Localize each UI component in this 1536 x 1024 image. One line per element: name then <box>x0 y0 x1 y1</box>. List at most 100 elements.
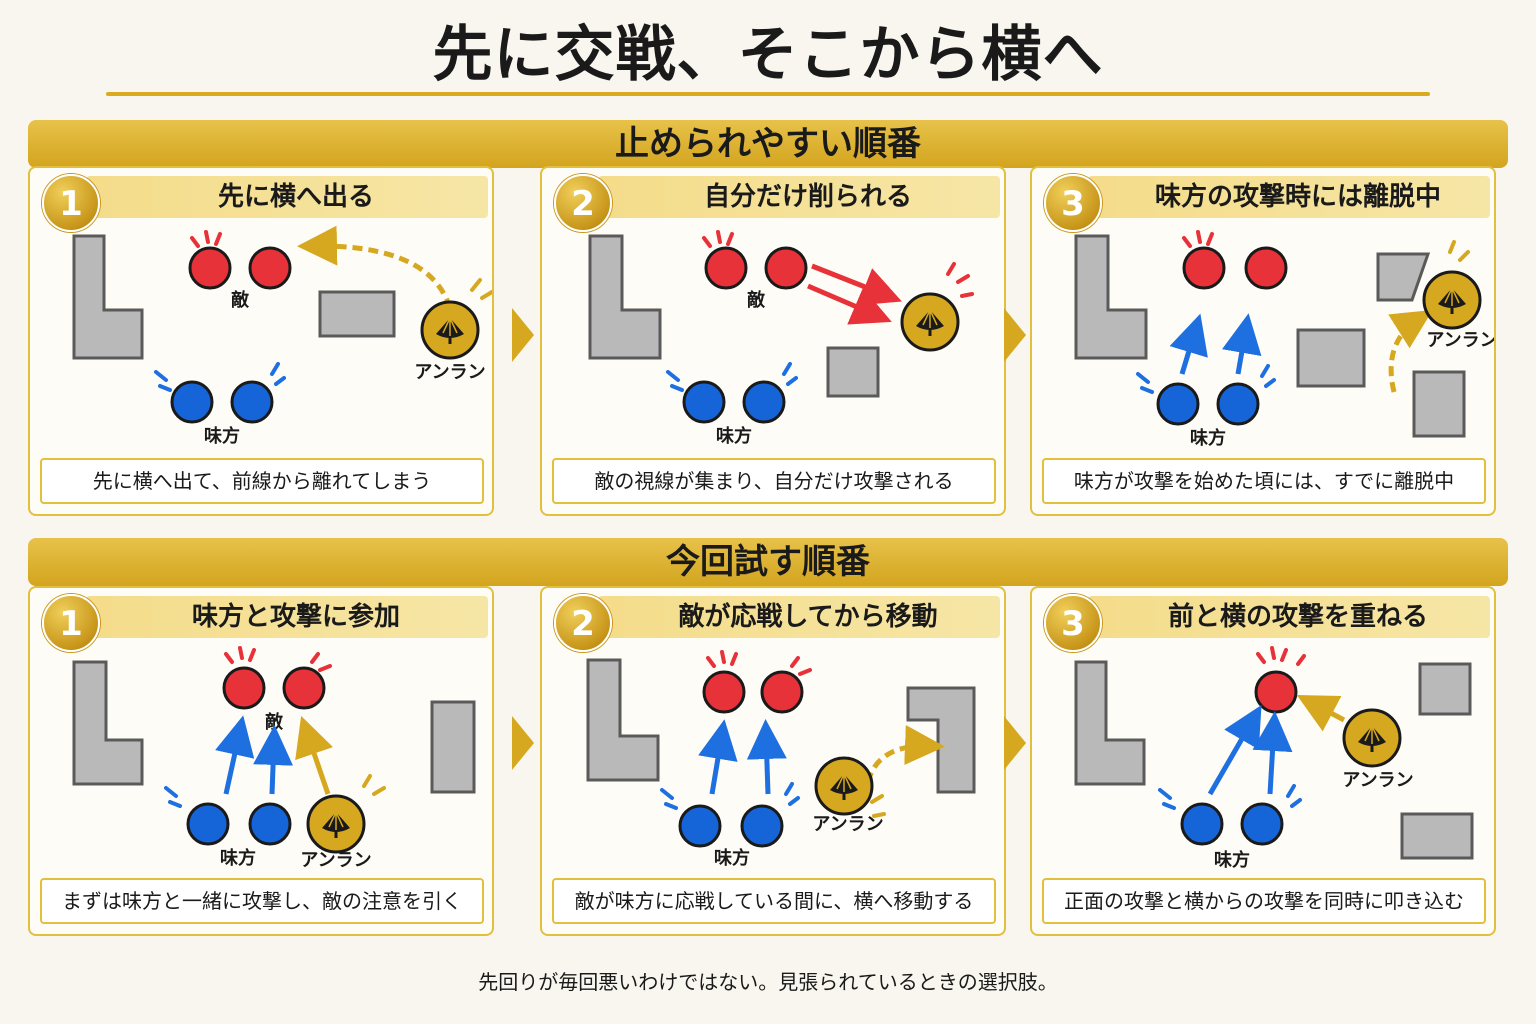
cover-block <box>1412 370 1466 438</box>
step-panel-good-2: 敵が応戦してから移動 2 味方 アンラン 敵が味方に応戦している間に、横へ移動す… <box>540 586 1006 936</box>
step-diagram: 味方 アンラン <box>586 650 976 869</box>
ally-label: 味方 <box>204 425 240 447</box>
enemy-unit <box>1244 246 1288 290</box>
step-caption: 正面の攻撃と横からの攻撃を同時に叩き込む <box>1042 878 1486 924</box>
step-number-badge: 1 <box>42 174 100 232</box>
ally-unit <box>742 380 786 424</box>
ally-attack-arrow <box>1169 313 1208 375</box>
ally-attack-arrow <box>1252 711 1293 795</box>
move-path-arrow <box>865 725 945 783</box>
section-heading-good: 今回試す順番 <box>28 538 1508 586</box>
move-path-arrow <box>1388 309 1433 393</box>
step-diagram: 敵 味方 アンラン <box>72 646 476 871</box>
step-number-badge: 3 <box>1044 174 1102 232</box>
annran-label: アンラン <box>1342 770 1413 791</box>
cover-block <box>1296 328 1366 388</box>
cover-block <box>1376 252 1431 302</box>
step-number-badge: 1 <box>42 594 100 652</box>
ally-unit <box>1180 802 1224 846</box>
step-panel-bad-3: 味方の攻撃時には離脱中 3 味方 アンラン 味方が攻撃を始めた頃には、すでに離脱… <box>1030 166 1496 516</box>
attack-arrow <box>807 283 892 325</box>
step-caption: まずは味方と一緒に攻撃し、敵の注意を引く <box>40 878 484 924</box>
move-path-arrow <box>297 225 453 309</box>
ally-unit <box>186 802 230 846</box>
ally-unit <box>170 380 214 424</box>
next-step-arrow-icon <box>512 716 534 770</box>
ally-attack-arrow <box>698 719 738 795</box>
next-step-arrow-icon <box>512 308 534 362</box>
ally-attack-arrow <box>1222 313 1262 375</box>
step-title: 味方と攻撃に参加 <box>86 596 488 638</box>
step-number-badge: 3 <box>1044 594 1102 652</box>
enemy-unit <box>702 670 746 714</box>
ally-unit <box>1216 382 1260 426</box>
annran-label: アンラン <box>812 814 883 835</box>
annran-fan-icon <box>306 794 366 854</box>
step-title: 味方の攻撃時には離脱中 <box>1088 176 1490 218</box>
step-caption: 先に横へ出て、前線から離れてしまう <box>40 458 484 504</box>
step-diagram: 味方 アンラン <box>1074 230 1494 449</box>
step-caption: 味方が攻撃を始めた頃には、すでに離脱中 <box>1042 458 1486 504</box>
cover-block <box>826 346 880 398</box>
enemy-unit <box>1182 246 1226 290</box>
step-title: 自分だけ削られる <box>598 176 1000 218</box>
step-panel-good-1: 味方と攻撃に参加 1 敵 味方 アンラン まずは味方と一緒に攻撃し、敵の注意を引… <box>28 586 494 936</box>
enemy-label: 敵 <box>747 289 766 311</box>
ally-attack-arrow <box>746 719 787 795</box>
next-step-arrow-icon <box>1004 308 1026 362</box>
ally-attack-arrow <box>215 715 255 795</box>
annran-fan-icon <box>814 756 874 816</box>
enemy-unit <box>760 670 804 714</box>
ally-attack-arrow <box>1207 705 1262 796</box>
step-title: 先に横へ出る <box>86 176 488 218</box>
wall-l-shape <box>1074 660 1146 786</box>
annran-fan-icon <box>900 292 960 352</box>
ally-unit <box>248 802 292 846</box>
step-title: 敵が応戦してから移動 <box>598 596 1000 638</box>
cover-block <box>1400 812 1474 860</box>
wall-l-shape <box>588 234 662 360</box>
step-number-badge: 2 <box>554 594 612 652</box>
step-caption: 敵が味方に応戦している間に、横へ移動する <box>552 878 996 924</box>
ally-unit <box>678 804 722 848</box>
enemy-unit <box>1254 670 1298 714</box>
ally-label: 味方 <box>220 847 256 869</box>
enemy-unit <box>704 246 748 290</box>
wall-l-shape <box>72 660 144 786</box>
ally-unit <box>1240 802 1284 846</box>
step-panel-good-3: 前と横の攻撃を重ねる 3 味方 アンラン 正面の攻撃と横からの攻撃を同時に叩き込… <box>1030 586 1496 936</box>
wall-l-shape <box>586 658 660 782</box>
cover-block <box>318 290 396 338</box>
step-diagram: 敵 アンラン 味方 <box>72 225 492 447</box>
annran-attack-arrow <box>295 715 334 795</box>
enemy-unit <box>188 246 232 290</box>
section-heading-bad: 止められやすい順番 <box>28 120 1508 168</box>
cover-block <box>430 700 476 794</box>
ally-label: 味方 <box>716 425 752 447</box>
step-panel-bad-2: 自分だけ削られる 2 敵 味方 敵の視線が集まり、自分だけ攻撃される <box>540 166 1006 516</box>
enemy-unit <box>764 246 808 290</box>
step-caption: 敵の視線が集まり、自分だけ攻撃される <box>552 458 996 504</box>
annran-fan-icon <box>1422 270 1482 330</box>
step-number-badge: 2 <box>554 174 612 232</box>
annran-label: アンラン <box>300 850 371 871</box>
cover-block <box>1418 662 1472 716</box>
ally-label: 味方 <box>1214 849 1250 871</box>
annran-label: アンラン <box>414 362 485 383</box>
ally-label: 味方 <box>1190 427 1226 449</box>
annran-attack-arrow <box>1296 694 1346 732</box>
enemy-unit <box>222 666 266 710</box>
step-diagram: 味方 アンラン <box>1074 646 1474 871</box>
ally-unit <box>230 380 274 424</box>
page-title: 先に交戦、そこから横へ <box>432 20 1104 90</box>
ally-unit <box>1156 382 1200 426</box>
wall-l-shape <box>1074 234 1148 360</box>
enemy-unit <box>248 246 292 290</box>
annran-label: アンラン <box>1426 330 1494 351</box>
next-step-arrow-icon <box>1004 716 1026 770</box>
annran-fan-icon <box>1342 708 1402 768</box>
ally-unit <box>740 804 784 848</box>
enemy-label: 敵 <box>265 711 284 733</box>
step-panel-bad-1: 先に横へ出る 1 敵 アンラン 味方 先に横へ出て、前線から離れてしまう <box>28 166 494 516</box>
wall-l-shape <box>906 686 976 794</box>
